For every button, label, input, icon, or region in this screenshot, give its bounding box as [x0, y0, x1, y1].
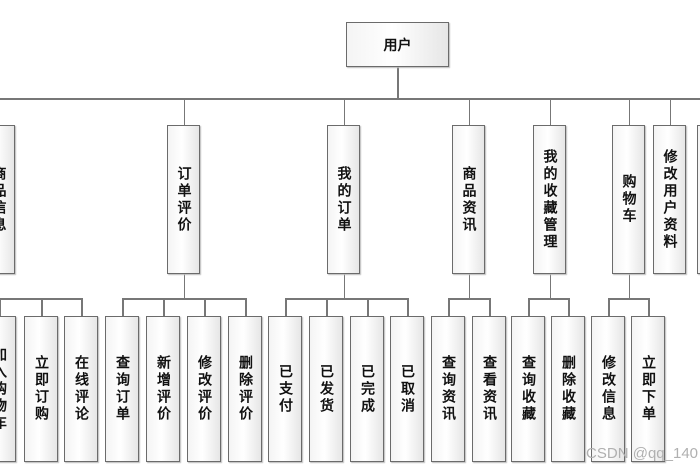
level3-connector — [285, 298, 287, 316]
level2-connector — [468, 98, 470, 125]
node-label: 修改信息 — [600, 355, 616, 423]
level3-node: 加入购物车 — [0, 316, 16, 462]
level2-node: 商品资讯 — [452, 125, 485, 274]
level3-node: 已取消 — [390, 316, 424, 462]
node-label: 新增评价 — [155, 355, 171, 423]
level3-connector — [122, 298, 124, 316]
parent-drop-connector — [183, 274, 185, 298]
level2-connector — [669, 98, 671, 125]
sibling-bus — [608, 298, 650, 300]
level2-connector — [628, 98, 630, 125]
sibling-bus — [528, 298, 570, 300]
level3-node: 删除评价 — [228, 316, 262, 462]
node-label: 我的订单 — [335, 165, 352, 234]
level3-node: 已发货 — [309, 316, 343, 462]
node-label: 已取消 — [399, 363, 415, 415]
node-label: 已完成 — [359, 363, 375, 415]
level3-connector — [163, 298, 165, 316]
level3-node: 立即订购 — [24, 316, 58, 462]
node-label: 立即订购 — [33, 355, 49, 423]
node-label: 修改用户资料 — [661, 148, 678, 251]
node-label: 我的收藏管理 — [541, 148, 558, 251]
node-label: 在线评论 — [73, 355, 89, 423]
node-label: 商品资讯 — [460, 165, 477, 234]
parent-drop-connector — [468, 274, 470, 298]
parent-drop-connector — [549, 274, 551, 298]
level3-connector — [407, 298, 409, 316]
level3-connector — [367, 298, 369, 316]
level2-node: 修改用户资料 — [653, 125, 686, 274]
node-label: 查询资讯 — [440, 355, 456, 423]
node-label: 订单评价 — [175, 165, 192, 234]
root-node-label: 用户 — [383, 37, 412, 54]
watermark: CSDN @qq_140 — [586, 445, 698, 462]
level2-bus — [0, 98, 700, 100]
level3-node: 修改评价 — [187, 316, 221, 462]
level3-node: 在线评论 — [64, 316, 98, 462]
node-label: 查询收藏 — [520, 355, 536, 423]
level3-connector — [568, 298, 570, 316]
level3-node: 查询收藏 — [511, 316, 545, 462]
node-label: 加入购物车 — [0, 346, 7, 432]
level3-node: 删除收藏 — [551, 316, 585, 462]
node-label: 已支付 — [277, 363, 293, 415]
level3-node: 已完成 — [350, 316, 384, 462]
level2-node: 订单评价 — [167, 125, 200, 274]
node-label: 查询订单 — [114, 355, 130, 423]
node-label: 查看资讯 — [481, 355, 497, 423]
level3-connector — [41, 298, 43, 316]
sibling-bus — [448, 298, 491, 300]
level3-node: 修改信息 — [591, 316, 625, 462]
root-connector — [397, 67, 399, 99]
node-label: 立即下单 — [640, 355, 656, 423]
level3-connector — [489, 298, 491, 316]
level3-connector — [245, 298, 247, 316]
level3-connector — [448, 298, 450, 316]
level3-connector — [648, 298, 650, 316]
node-label: 已发货 — [318, 363, 334, 415]
level2-node: 商品信息 — [0, 125, 15, 274]
level3-connector — [0, 298, 1, 316]
sibling-bus — [285, 298, 409, 300]
sibling-bus — [0, 298, 83, 300]
level3-node: 已支付 — [268, 316, 302, 462]
parent-drop-connector — [628, 274, 630, 298]
level3-connector — [528, 298, 530, 316]
node-label: 删除收藏 — [560, 355, 576, 423]
node-label: 购物车 — [620, 174, 637, 225]
level2-connector — [183, 98, 185, 125]
node-label: 商品信息 — [0, 165, 7, 234]
level2-connector — [549, 98, 551, 125]
level3-connector — [81, 298, 83, 316]
level2-connector — [343, 98, 345, 125]
parent-drop-connector — [343, 274, 345, 298]
root-node-user: 用户 — [346, 22, 449, 67]
level3-node: 查看资讯 — [472, 316, 506, 462]
level3-node: 新增评价 — [146, 316, 180, 462]
level3-node: 查询资讯 — [431, 316, 465, 462]
level3-node: 立即下单 — [631, 316, 665, 462]
level3-connector — [326, 298, 328, 316]
sibling-bus — [122, 298, 247, 300]
level2-node — [697, 125, 700, 274]
level2-node: 购物车 — [612, 125, 645, 274]
level2-node: 我的订单 — [327, 125, 360, 274]
level3-node: 查询订单 — [105, 316, 139, 462]
level2-node: 我的收藏管理 — [533, 125, 566, 274]
level3-connector — [608, 298, 610, 316]
node-label: 修改评价 — [196, 355, 212, 423]
node-label: 删除评价 — [237, 355, 253, 423]
level3-connector — [204, 298, 206, 316]
